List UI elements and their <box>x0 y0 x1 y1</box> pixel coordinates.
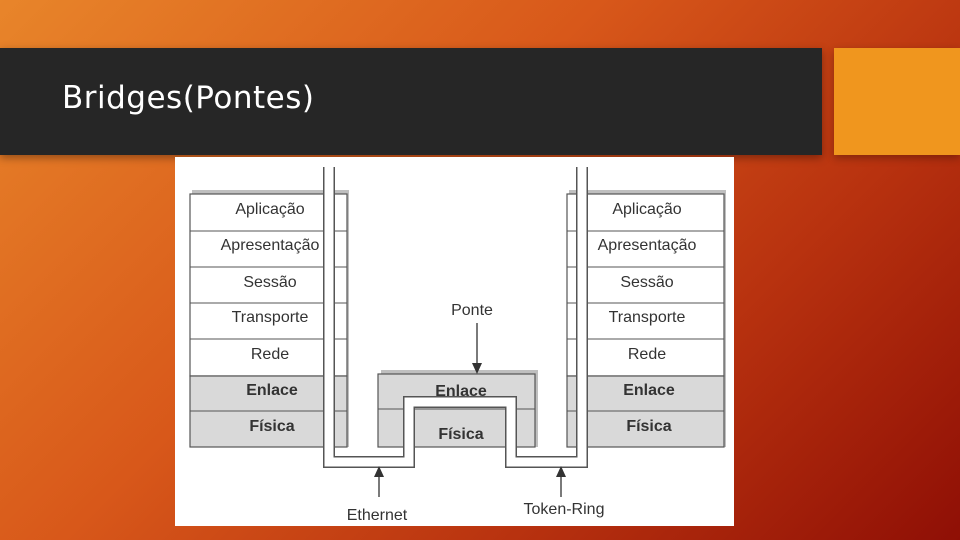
ethernet-label: Ethernet <box>347 507 408 524</box>
data-path-fill <box>324 167 587 467</box>
left-layer-aplicacao: Aplicação <box>235 201 304 218</box>
left-layer-sessao: Sessão <box>243 274 296 291</box>
token-ring-arrow-head <box>556 466 566 477</box>
left-layer-enlace: Enlace <box>246 382 298 399</box>
accent-box <box>834 48 960 155</box>
left-layer-rede: Rede <box>251 346 289 363</box>
data-path <box>323 167 588 468</box>
left-layer-apresentacao: Apresentação <box>221 237 320 254</box>
bridge-arrow-head <box>472 363 482 374</box>
right-layer-sessao: Sessão <box>620 274 673 291</box>
osi-bridge-diagram: Aplicação Apresentação Sessão Transporte… <box>175 157 734 526</box>
left-layer-fisica: Física <box>249 418 294 435</box>
right-layer-fisica: Física <box>626 418 671 435</box>
bridge-label: Ponte <box>451 302 493 319</box>
right-layer-transporte: Transporte <box>609 309 686 326</box>
right-stack-upper <box>566 193 725 377</box>
network-token-ring: Token-Ring <box>524 466 605 518</box>
slide-title: Bridges(Pontes) <box>62 80 315 116</box>
token-ring-label: Token-Ring <box>524 501 605 518</box>
right-layer-enlace: Enlace <box>623 382 675 399</box>
right-layer-apresentacao: Apresentação <box>598 237 697 254</box>
right-layer-rede: Rede <box>628 346 666 363</box>
ethernet-arrow-head <box>374 466 384 477</box>
title-bar <box>0 48 822 155</box>
left-stack: Aplicação Apresentação Sessão Transporte… <box>189 190 349 448</box>
bridge-layer-enlace: Enlace <box>435 383 487 400</box>
right-layer-aplicacao: Aplicação <box>612 201 681 218</box>
right-stack: Aplicação Apresentação Sessão Transporte… <box>566 190 726 448</box>
bridge-layer-fisica: Física <box>438 426 483 443</box>
network-ethernet: Ethernet <box>347 466 408 524</box>
left-layer-transporte: Transporte <box>232 309 309 326</box>
